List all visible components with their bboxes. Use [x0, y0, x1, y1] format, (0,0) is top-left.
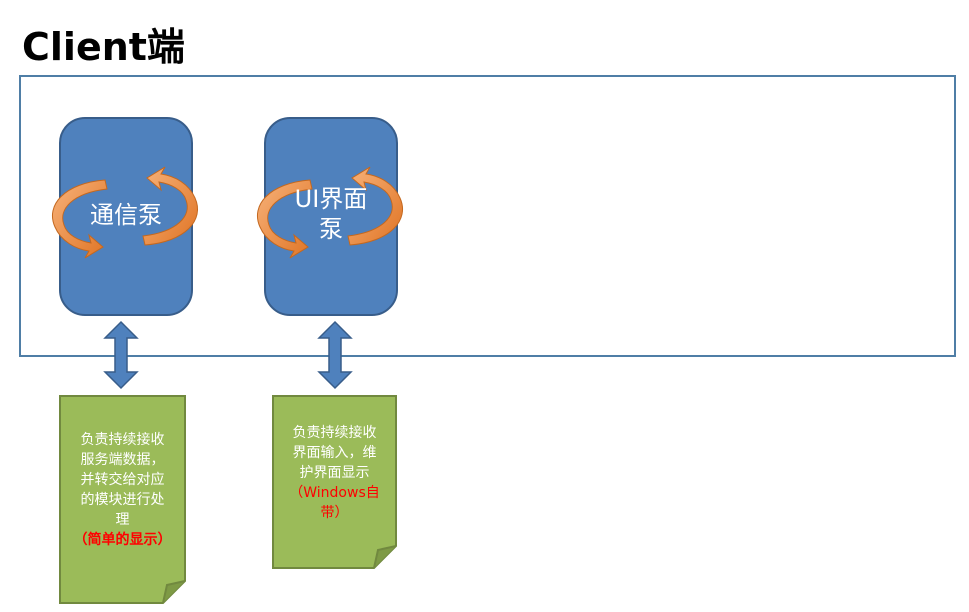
comm-pump-label-line: 通信泵	[90, 201, 162, 229]
ui-note-shape	[272, 395, 397, 569]
ui-pump-block[interactable]	[264, 117, 398, 316]
comm-note-text: 负责持续接收 服务端数据， 并转交给对应 的模块进行处 理 （简单的显示）	[59, 430, 186, 550]
comm-note-highlight: （简单的显示）	[73, 532, 172, 548]
ui-note-line: 界面输入，维	[292, 445, 377, 461]
comm-note-line: 并转交给对应	[80, 472, 165, 488]
ui-note-highlight: 带）	[320, 505, 349, 521]
comm-note-line: 的模块进行处	[80, 492, 165, 508]
comm-note-shape	[59, 395, 186, 604]
comm-note-line: 负责持续接收	[80, 432, 165, 448]
ui-note-line: 负责持续接收	[292, 425, 377, 441]
comm-note-line: 服务端数据，	[80, 452, 165, 468]
comm-pump-label: 通信泵	[59, 200, 193, 230]
comm-pump-block[interactable]	[59, 117, 193, 316]
ui-note-line: 护界面显示	[299, 465, 370, 481]
ui-pump-label-line-2: 泵	[319, 215, 343, 243]
ui-pump-label: UI界面 泵	[264, 184, 398, 244]
ui-cycle-arrows-icon	[257, 166, 403, 259]
ui-double-arrow-icon	[317, 320, 353, 390]
ui-note-highlight: （Windows自	[289, 485, 380, 501]
comm-double-arrow-icon	[103, 320, 139, 390]
ui-pump-label-line-1: UI界面	[294, 185, 368, 213]
comm-cycle-arrows-icon	[52, 166, 198, 259]
page-title: Client端	[22, 25, 185, 69]
ui-note-text: 负责持续接收 界面输入，维 护界面显示 （Windows自 带）	[272, 423, 397, 523]
comm-note-line: 理	[115, 512, 130, 528]
